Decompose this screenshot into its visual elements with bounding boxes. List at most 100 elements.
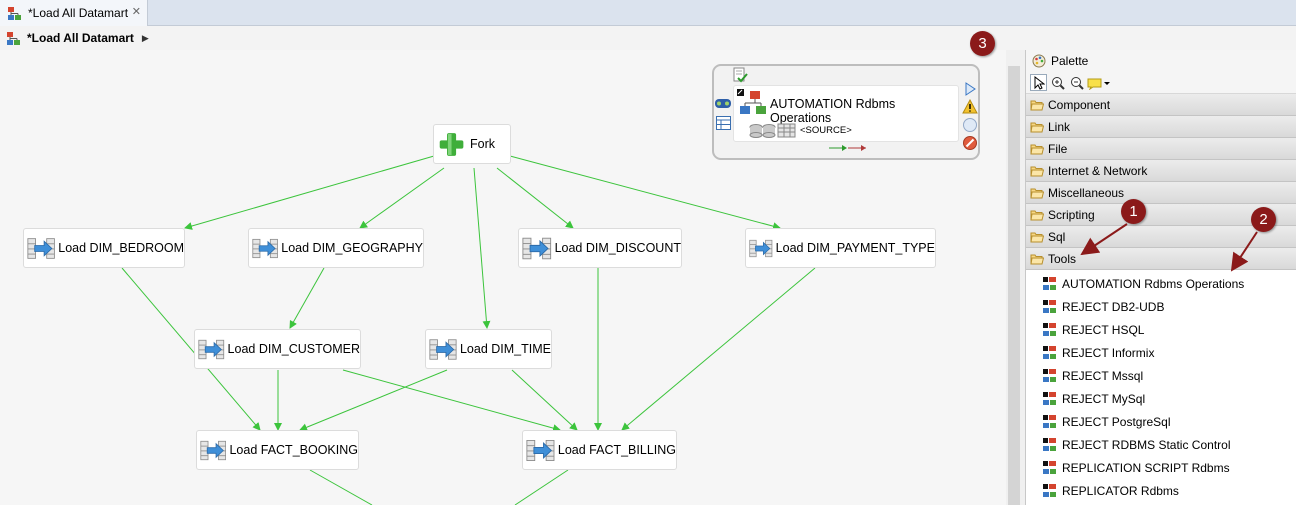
- drawer-internet-network[interactable]: Internet & Network: [1026, 160, 1296, 182]
- palette-item-reject-rdbms-static-control[interactable]: REJECT RDBMS Static Control: [1026, 433, 1296, 456]
- process-icon: [1043, 300, 1056, 313]
- palette-item-reject-db2-udb[interactable]: REJECT DB2-UDB: [1026, 295, 1296, 318]
- load-table-icon: [252, 238, 278, 258]
- link-payment-billing: [621, 267, 816, 431]
- palette-item-reject-postgresql[interactable]: REJECT PostgreSql: [1026, 410, 1296, 433]
- palette-title: Palette: [1051, 54, 1089, 68]
- link-types-icon: [829, 145, 866, 151]
- folder-icon: [1030, 188, 1044, 198]
- open-folder-icon: [1030, 254, 1044, 264]
- select-arrow-icon[interactable]: [1030, 74, 1047, 91]
- link-customer-billing: [342, 369, 561, 432]
- play-icon[interactable]: [964, 82, 976, 96]
- drawer-label: Sql: [1048, 229, 1066, 244]
- drawer-tools[interactable]: Tools: [1026, 248, 1296, 270]
- drawer-label: Scripting: [1048, 207, 1095, 222]
- link-fork-bedroom: [184, 155, 435, 230]
- breadcrumb-label[interactable]: *Load All Datamart: [27, 31, 134, 45]
- green-plus-icon: [439, 132, 464, 156]
- drawer-label: File: [1048, 141, 1068, 156]
- palette-item-label: AUTOMATION Rdbms Operations: [1062, 276, 1245, 291]
- info-circle-icon[interactable]: [962, 117, 978, 133]
- process-icon: [1043, 484, 1056, 497]
- load-table-icon: [526, 439, 555, 461]
- link-fork-payment: [509, 155, 781, 231]
- callout-3-badge: 3: [970, 31, 995, 56]
- node-label: Load FACT_BILLING: [557, 443, 676, 457]
- palette-item-replication-script-rdbms[interactable]: REPLICATION SCRIPT Rdbms: [1026, 456, 1296, 479]
- drawer-file[interactable]: File: [1026, 138, 1296, 160]
- node-label: Load DIM_DISCOUNT: [554, 241, 681, 255]
- fork-label: Fork: [470, 137, 495, 151]
- process-icon: [1043, 461, 1056, 474]
- node-label: Load DIM_BEDROOM: [58, 241, 184, 255]
- link-time-booking: [299, 369, 448, 432]
- palette-item-reject-informix[interactable]: REJECT Informix: [1026, 341, 1296, 364]
- palette-item-reject-mssql[interactable]: REJECT Mssql: [1026, 364, 1296, 387]
- node-load-dim-time[interactable]: Load DIM_TIME: [425, 329, 552, 369]
- node-load-fact-billing[interactable]: Load FACT_BILLING: [522, 430, 677, 470]
- drawer-label: Miscellaneous: [1048, 185, 1125, 200]
- drawer-link[interactable]: Link: [1026, 116, 1296, 138]
- callout-1-badge: 1: [1121, 199, 1146, 224]
- load-table-icon: [429, 338, 457, 360]
- component-source: <SOURCE>: [800, 125, 852, 136]
- load-table-icon: [749, 239, 773, 257]
- palette-item-reject-mysql[interactable]: REJECT MySql: [1026, 387, 1296, 410]
- link-booking-out: [309, 469, 373, 505]
- process-canvas[interactable]: Fork Load DIM_BEDROOM Load DIM_GEOGRAPHY: [0, 50, 1006, 505]
- link-billing-out: [514, 469, 569, 505]
- node-load-dim-customer[interactable]: Load DIM_CUSTOMER: [194, 329, 361, 369]
- tools-items: AUTOMATION Rdbms Operations REJECT DB2-U…: [1026, 270, 1296, 502]
- process-icon: [1043, 392, 1056, 405]
- palette-item-label: REPLICATION SCRIPT Rdbms: [1062, 460, 1230, 475]
- palette-item-label: REJECT HSQL: [1062, 322, 1145, 337]
- tab-load-all-datamart[interactable]: *Load All Datamart ✕: [0, 0, 148, 26]
- component-card[interactable]: AUTOMATION Rdbms Operations <SOURCE>: [733, 85, 959, 142]
- warning-icon[interactable]: [962, 99, 978, 114]
- node-load-dim-bedroom[interactable]: Load DIM_BEDROOM: [23, 228, 185, 268]
- table-icon[interactable]: [716, 116, 731, 130]
- drawer-component[interactable]: Component: [1026, 94, 1296, 116]
- chevron-right-icon[interactable]: ▶: [141, 32, 149, 43]
- link-fork-geography: [359, 167, 445, 229]
- process-icon: [1043, 369, 1056, 382]
- drawer-label: Internet & Network: [1048, 163, 1148, 178]
- gamepad-icon[interactable]: [714, 95, 732, 111]
- zoom-in-icon[interactable]: [1049, 74, 1066, 91]
- node-load-fact-booking[interactable]: Load FACT_BOOKING: [196, 430, 359, 470]
- note-dropdown-icon[interactable]: [1087, 74, 1111, 91]
- tab-label: *Load All Datamart: [28, 6, 129, 20]
- callout-2-badge: 2: [1251, 207, 1276, 232]
- database-icon: [749, 123, 796, 138]
- node-load-dim-discount[interactable]: Load DIM_DISCOUNT: [518, 228, 682, 268]
- close-icon[interactable]: ✕: [131, 6, 141, 18]
- drawer-scripting[interactable]: Scripting: [1026, 204, 1296, 226]
- flow-links: [121, 155, 816, 505]
- palette-item-label: REJECT PostgreSql: [1062, 414, 1171, 429]
- link-geography-customer: [289, 267, 325, 329]
- drawer-label: Link: [1048, 119, 1071, 134]
- zoom-out-icon[interactable]: [1068, 74, 1085, 91]
- stop-icon[interactable]: [962, 135, 978, 151]
- palette-item-label: REJECT DB2-UDB: [1062, 299, 1165, 314]
- process-icon: [8, 6, 21, 20]
- node-load-dim-geography[interactable]: Load DIM_GEOGRAPHY: [248, 228, 424, 268]
- palette-item-label: REJECT Mssql: [1062, 368, 1144, 383]
- drawer-miscellaneous[interactable]: Miscellaneous: [1026, 182, 1296, 204]
- palette-item-label: REJECT RDBMS Static Control: [1062, 437, 1231, 452]
- vertical-scrollbar[interactable]: [1008, 66, 1020, 505]
- process-icon: [1043, 438, 1056, 451]
- component-detail-box[interactable]: AUTOMATION Rdbms Operations <SOURCE>: [712, 64, 980, 160]
- load-table-icon: [200, 440, 227, 460]
- link-bedroom-booking: [121, 267, 261, 431]
- palette-item-automation-rdbms-operations[interactable]: AUTOMATION Rdbms Operations: [1026, 272, 1296, 295]
- folder-icon: [1030, 144, 1044, 154]
- palette-item-reject-hsql[interactable]: REJECT HSQL: [1026, 318, 1296, 341]
- node-load-dim-payment-type[interactable]: Load DIM_PAYMENT_TYPE: [745, 228, 936, 268]
- editor-tabstrip: *Load All Datamart ✕: [0, 0, 1296, 26]
- palette-item-replicator-rdbms[interactable]: REPLICATOR Rdbms: [1026, 479, 1296, 502]
- node-label: Load FACT_BOOKING: [229, 443, 358, 457]
- palette-panel: Palette Component Link File Internet & N…: [1025, 50, 1296, 505]
- fork-node[interactable]: Fork: [433, 124, 511, 164]
